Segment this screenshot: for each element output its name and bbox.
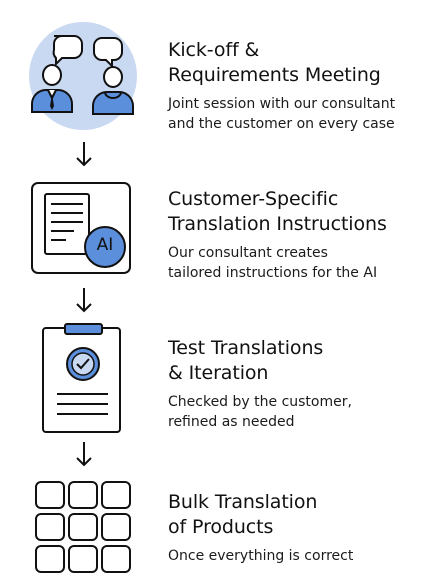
ai-document-icon: AI [16, 180, 146, 290]
step-description: Checked by the customer, refined as need… [168, 394, 352, 430]
step-description: Our consultant creates tailored instruct… [168, 245, 378, 281]
step-title: Customer-Specific Translation Instructio… [168, 188, 387, 235]
step-description: Joint session with our consultant and th… [168, 96, 396, 132]
arrow-down-icon [72, 140, 96, 168]
meeting-icon [16, 20, 146, 130]
grid-icon [16, 478, 146, 588]
arrow-down-icon [72, 440, 96, 468]
step-title: Test Translations & Iteration [168, 337, 324, 384]
arrow-down-icon [72, 286, 96, 314]
step-title: Kick-off & Requirements Meeting [168, 39, 381, 86]
step-title: Bulk Translation of Products [168, 491, 318, 538]
ai-badge: AI [96, 235, 114, 255]
step-description: Once everything is correct [168, 548, 354, 564]
clipboard-check-icon [16, 322, 146, 433]
